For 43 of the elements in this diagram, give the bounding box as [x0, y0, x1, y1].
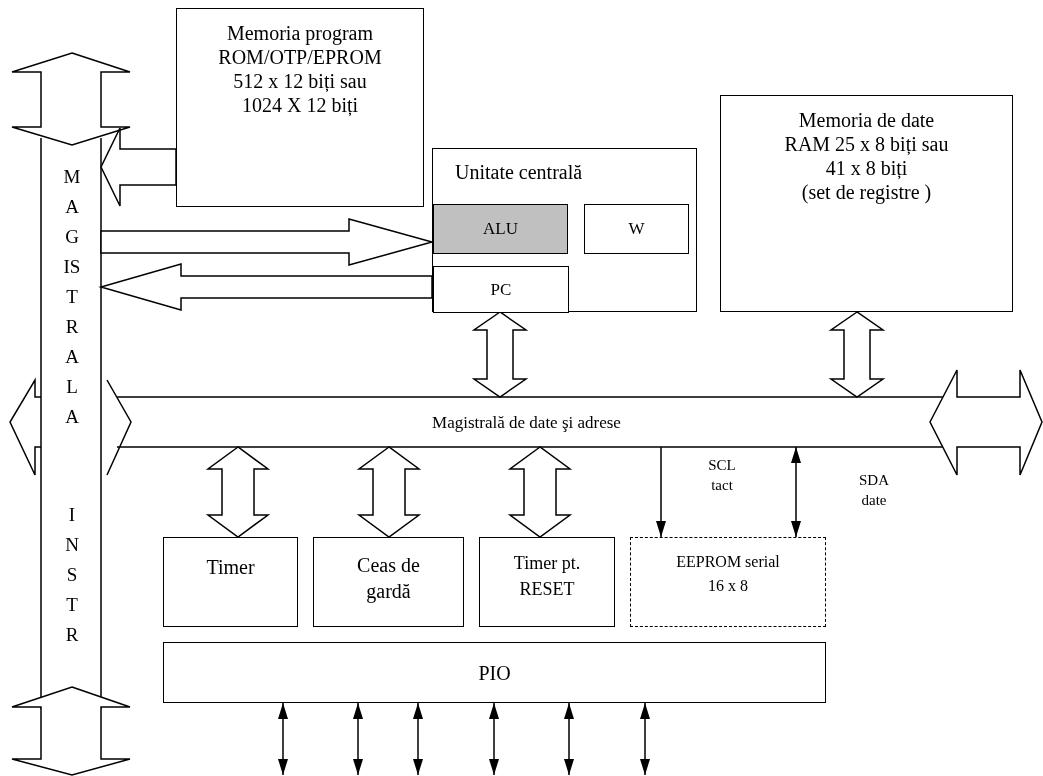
bus-label: INSTR — [65, 503, 79, 647]
block-label: (set de registre ) — [801, 180, 932, 204]
block-box — [479, 537, 615, 627]
block-label: Unitate centrală — [455, 160, 583, 185]
block-label: PIO — [478, 660, 511, 686]
block-box — [433, 204, 568, 254]
bus-label: MAGISTRALA — [63, 165, 81, 429]
block-box — [163, 642, 826, 703]
arrow — [656, 446, 666, 538]
block-box — [720, 95, 1013, 312]
bus-arrow — [205, 446, 271, 538]
block-label: W — [628, 218, 645, 241]
block-label: Ceas de gardă — [356, 553, 421, 604]
block-box — [176, 8, 424, 207]
block-label: Timer — [206, 555, 255, 580]
block-box — [433, 266, 569, 313]
bus-arrow — [507, 446, 573, 538]
arrow — [353, 702, 363, 776]
block-box — [630, 537, 826, 627]
bus-arrow — [356, 446, 422, 538]
arrow — [489, 702, 499, 776]
block-label: Memoria program ROM/OTP/EPROM 512 x 12 biți sau 1024 X 12 biți — [217, 21, 383, 117]
block-box — [584, 204, 689, 254]
arrow — [640, 702, 650, 776]
block-label: Timer pt. RESET — [512, 552, 582, 601]
arrow — [413, 702, 423, 776]
bus-label: Magistrală de date şi adrese — [432, 412, 621, 435]
block-box — [313, 537, 464, 627]
block-box — [163, 537, 298, 627]
block-label: PC — [490, 278, 512, 301]
bus-arrow — [471, 311, 529, 398]
bus-arrow — [100, 127, 177, 207]
block-label: ALU — [483, 218, 518, 241]
arrow — [564, 702, 574, 776]
block-box — [432, 148, 697, 312]
bus-arrow — [828, 311, 886, 398]
block-label: Memoria de date RAM 25 x 8 biți sau 41 x 8 biți — [783, 108, 950, 180]
bus-arrow — [100, 218, 435, 266]
block-label: EEPROM serial 16 x 8 — [675, 552, 781, 596]
bus-arrow — [98, 263, 433, 311]
arrow — [278, 702, 288, 776]
instruction-bus — [12, 53, 130, 776]
arrow — [791, 446, 801, 538]
